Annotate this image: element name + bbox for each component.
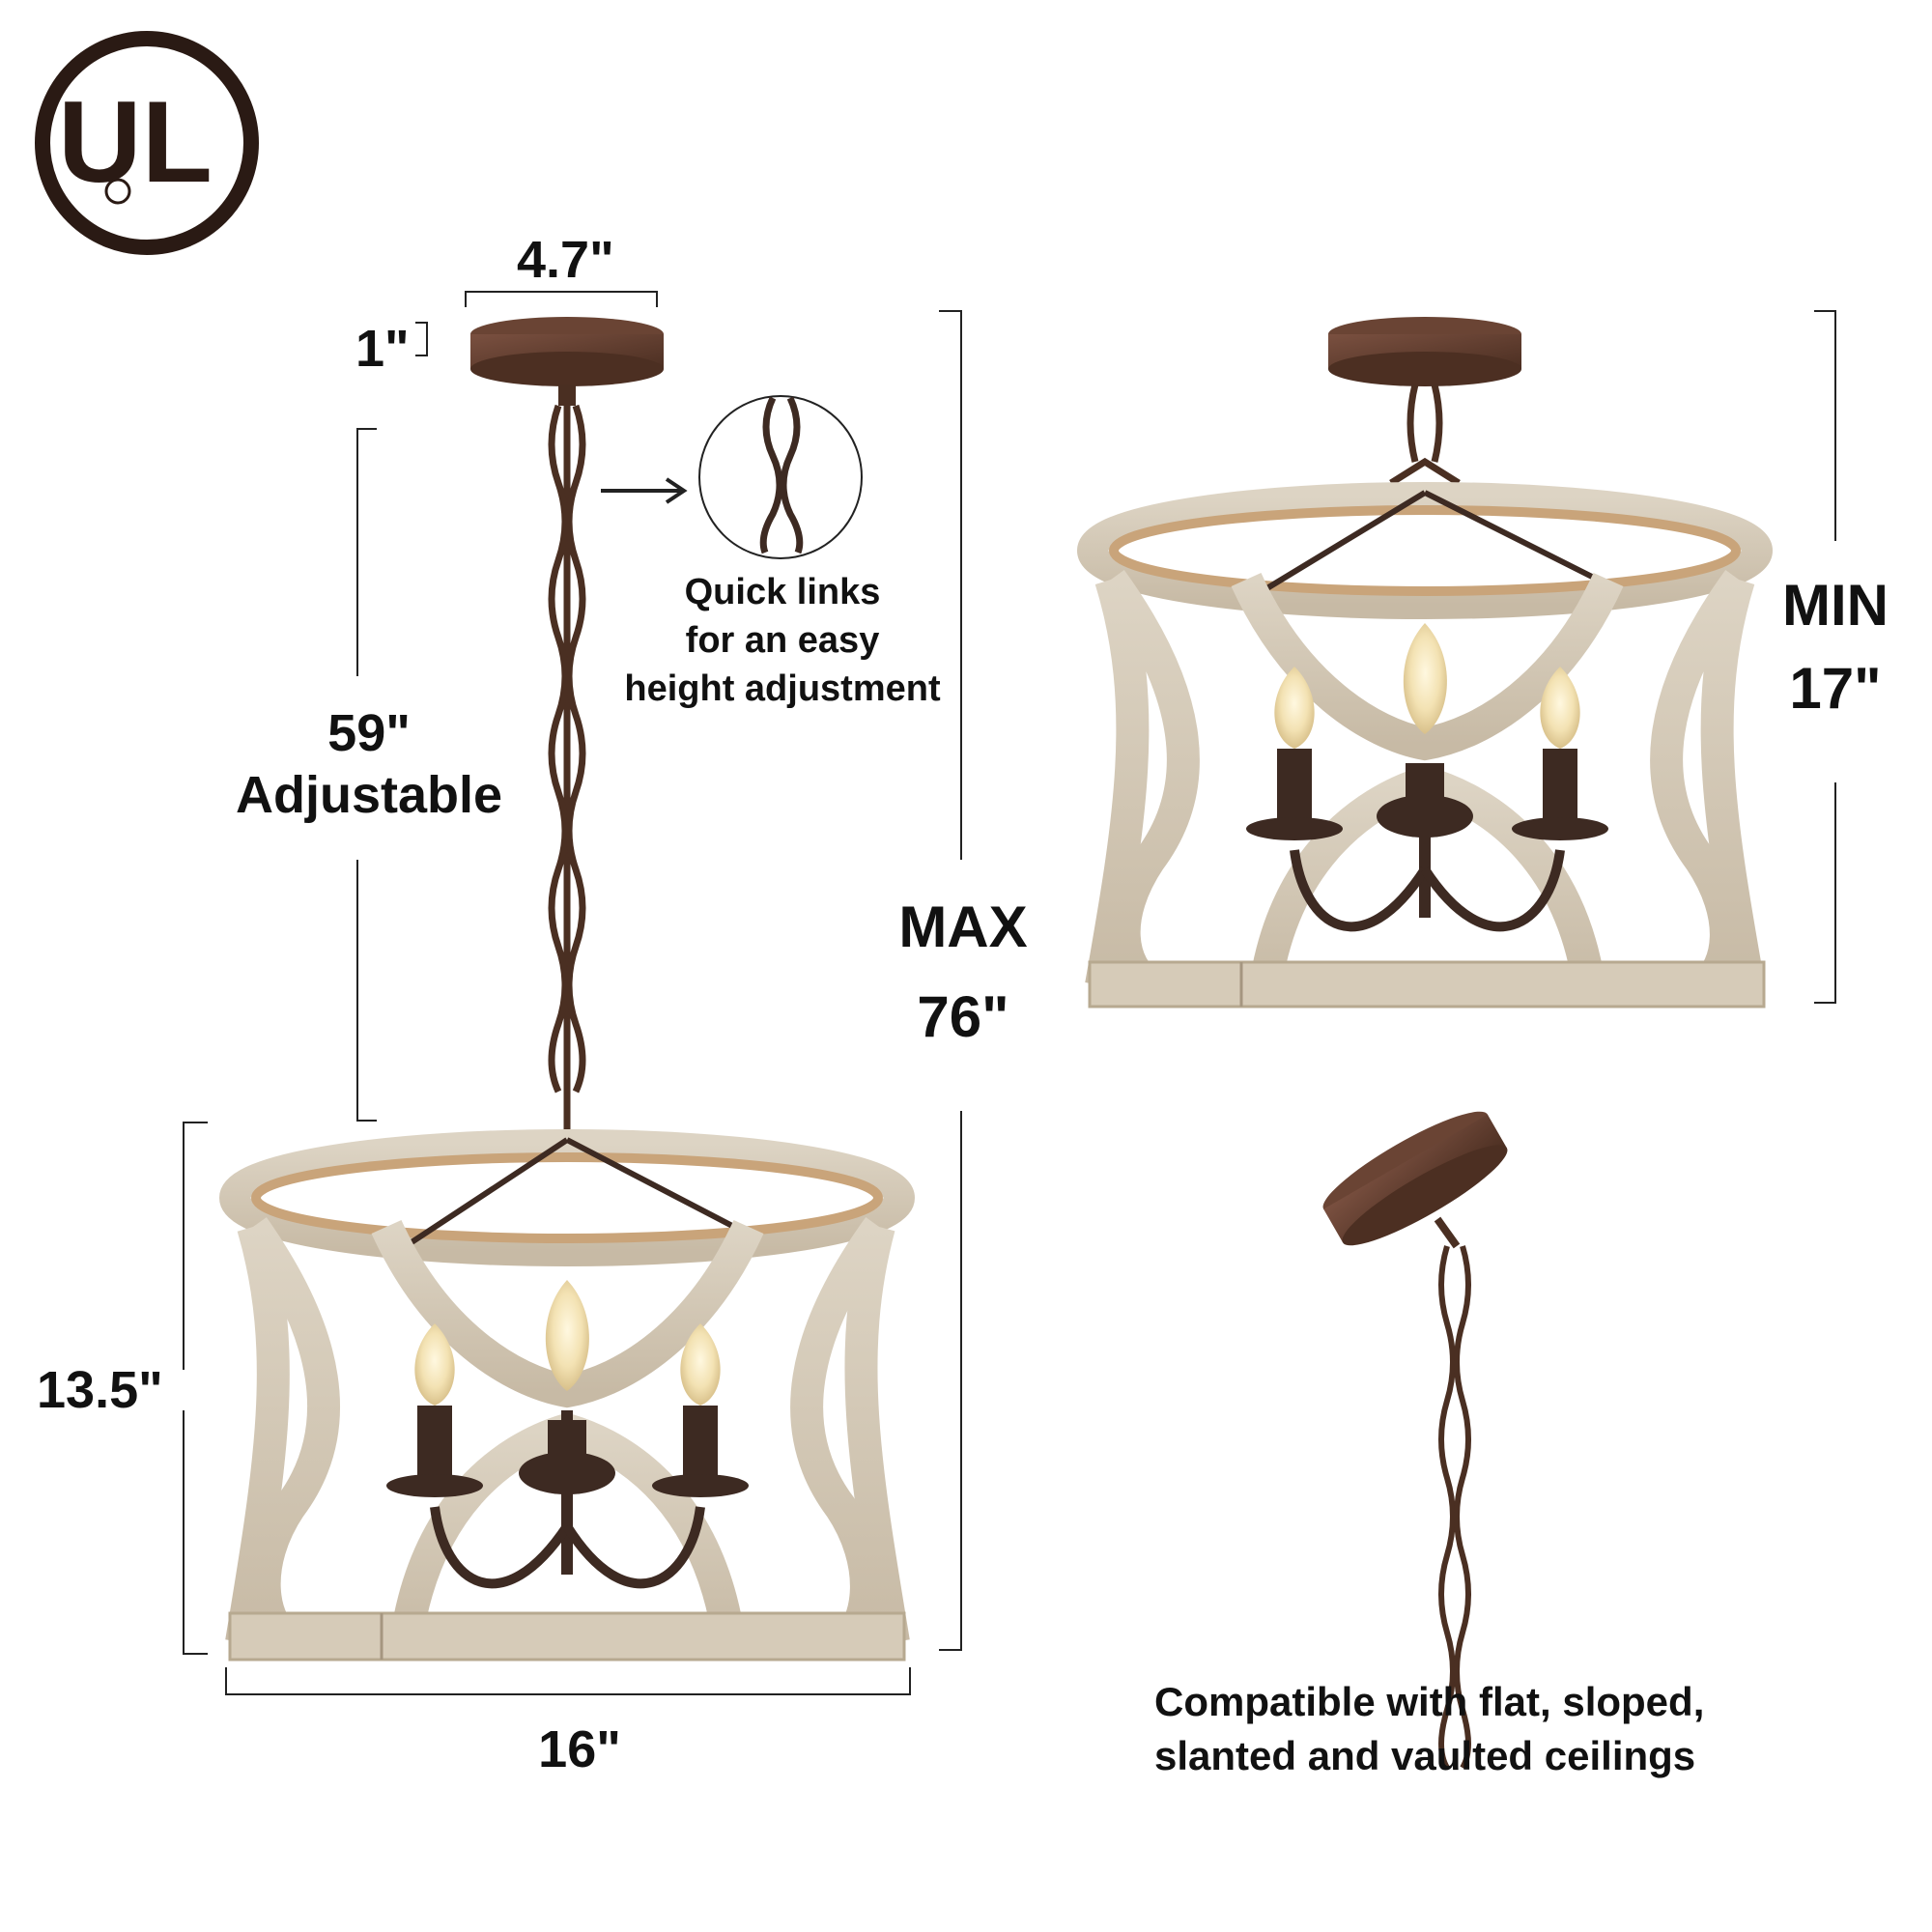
ul-logo-text: UL	[58, 77, 213, 207]
max-height-bracket	[939, 310, 962, 1651]
canopy-height-label: 1"	[355, 320, 410, 378]
candle-arms-right	[1246, 749, 1608, 932]
shade-width-label: 16"	[538, 1720, 621, 1778]
bulbs-right	[1274, 623, 1580, 749]
ul-certification-logo: UL	[35, 31, 259, 255]
min-height-bracket	[1814, 310, 1836, 1004]
sloped-ceiling-canopy	[1322, 1111, 1508, 1770]
max-height-value: 76"	[917, 984, 1009, 1049]
ceiling-compat-line-2: slanted and vaulted ceilings	[1154, 1733, 1696, 1778]
chain-detail-circle	[698, 395, 863, 559]
chain-detail	[759, 396, 804, 554]
max-height-label: MAX	[898, 895, 1028, 959]
canopy-height-bracket	[415, 322, 428, 356]
bulbs	[414, 1280, 721, 1406]
chain-length-bracket	[356, 428, 377, 1122]
canopy-width-bracket	[465, 291, 658, 307]
chain	[548, 404, 586, 1130]
ceiling-compat-line-1: Compatible with flat, sloped,	[1154, 1679, 1705, 1724]
wood-drum-shade	[219, 1129, 915, 1662]
quick-links-line-1: Quick links	[684, 572, 881, 612]
min-height-value: 17"	[1789, 656, 1882, 721]
quick-links-line-2: for an easy	[685, 620, 880, 661]
canopy-width-label: 4.7"	[517, 231, 614, 289]
fixture-min-height	[1077, 317, 1773, 1009]
fixture-full-height	[219, 317, 915, 1662]
chain-length-value: 59"	[327, 704, 411, 762]
candle-arms	[386, 1406, 749, 1589]
dimension-lines-left	[183, 291, 962, 1695]
wood-drum-shade-right	[1077, 482, 1773, 1009]
chain-length-note: Adjustable	[235, 766, 503, 824]
shade-height-label: 13.5"	[37, 1361, 163, 1419]
shade-width-bracket	[225, 1667, 911, 1695]
quick-links-line-3: height adjustment	[624, 668, 941, 709]
shade-height-bracket	[183, 1122, 208, 1655]
min-height-label: MIN	[1782, 573, 1889, 638]
